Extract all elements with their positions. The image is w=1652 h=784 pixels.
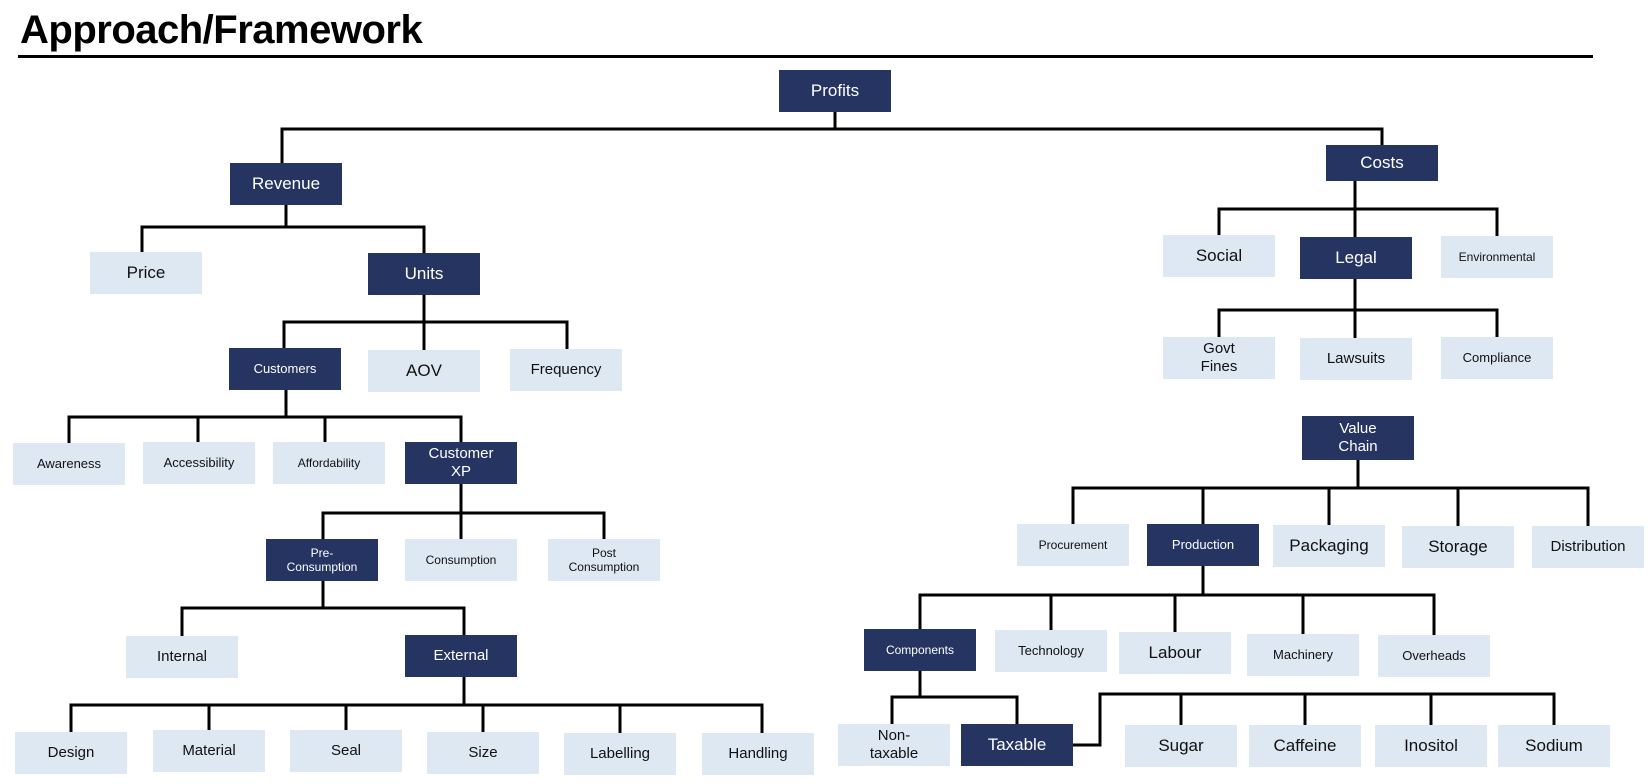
node-inositol: Inositol — [1375, 725, 1487, 767]
node-storage: Storage — [1402, 526, 1514, 568]
connector-external — [69, 675, 764, 735]
node-legal: Legal — [1300, 237, 1412, 279]
connector-taxable — [1071, 692, 1556, 747]
node-lawsuits: Lawsuits — [1300, 338, 1412, 380]
node-value-chain: Value Chain — [1302, 416, 1414, 460]
connector-pre-consumption — [180, 579, 466, 638]
node-machinery: Machinery — [1247, 634, 1359, 676]
node-compliance: Compliance — [1441, 337, 1553, 379]
node-price: Price — [90, 252, 202, 294]
node-costs: Costs — [1326, 145, 1438, 181]
node-sodium: Sodium — [1498, 725, 1610, 767]
connector-profits — [280, 101, 1384, 165]
node-environmental: Environmental — [1441, 236, 1553, 278]
node-taxable: Taxable — [961, 724, 1073, 766]
node-labour: Labour — [1119, 632, 1231, 674]
title-underline — [18, 55, 1593, 58]
node-technology: Technology — [995, 630, 1107, 672]
node-social: Social — [1163, 235, 1275, 277]
node-internal: Internal — [126, 636, 238, 678]
node-handling: Handling — [702, 733, 814, 775]
connector-production — [918, 565, 1436, 637]
node-sugar: Sugar — [1125, 725, 1237, 767]
node-awareness: Awareness — [13, 443, 125, 485]
node-customers: Customers — [229, 348, 341, 390]
connector-customers — [67, 388, 463, 445]
node-profits: Profits — [779, 70, 891, 112]
node-external: External — [405, 635, 517, 677]
node-size: Size — [427, 732, 539, 774]
node-affordability: Affordability — [273, 442, 385, 484]
connector-units — [282, 293, 569, 352]
node-distribution: Distribution — [1532, 526, 1644, 568]
node-non-taxable: Non- taxable — [838, 724, 950, 766]
node-accessibility: Accessibility — [143, 442, 255, 484]
node-govt-fines: Govt Fines — [1163, 337, 1275, 379]
node-seal: Seal — [290, 730, 402, 772]
node-material: Material — [153, 730, 265, 772]
node-procurement: Procurement — [1017, 524, 1129, 566]
node-packaging: Packaging — [1273, 525, 1385, 567]
node-caffeine: Caffeine — [1249, 725, 1361, 767]
node-labelling: Labelling — [564, 733, 676, 775]
node-production: Production — [1147, 524, 1259, 566]
connector-revenue — [140, 203, 426, 255]
page-title: Approach/Framework — [20, 8, 423, 52]
connector-costs — [1217, 179, 1499, 239]
node-units: Units — [368, 253, 480, 295]
node-frequency: Frequency — [510, 349, 622, 391]
connector-customer-xp — [321, 483, 606, 541]
node-post-consumption: Post Consumption — [548, 539, 660, 581]
connector-value-chain — [1071, 458, 1590, 528]
node-components: Components — [864, 629, 976, 671]
node-pre-consumption: Pre- Consumption — [266, 539, 378, 581]
connector-components — [890, 669, 1019, 726]
node-design: Design — [15, 732, 127, 774]
node-aov: AOV — [368, 350, 480, 392]
node-consumption: Consumption — [405, 539, 517, 581]
connector-legal — [1217, 278, 1499, 340]
node-customer-xp: Customer XP — [405, 442, 517, 484]
node-overheads: Overheads — [1378, 635, 1490, 677]
node-revenue: Revenue — [230, 163, 342, 205]
